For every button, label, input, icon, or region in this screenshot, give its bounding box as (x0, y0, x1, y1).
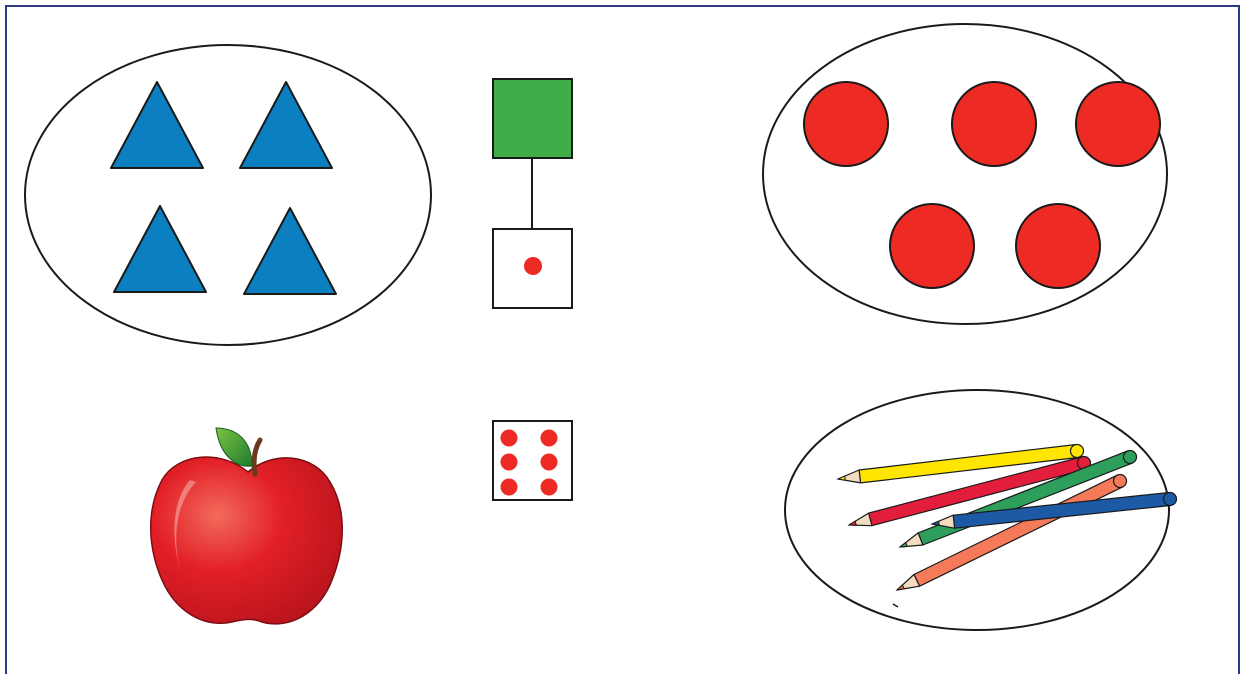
triangles-oval (25, 45, 431, 345)
circles-oval (763, 24, 1167, 324)
red-circle (952, 82, 1036, 166)
six-dot-card-dot (501, 479, 518, 496)
six-dot-card-dot (501, 430, 518, 447)
six-dot-card-dot (541, 430, 558, 447)
triangles-group (25, 45, 431, 345)
apple-picture (151, 428, 343, 624)
pencil-end (1114, 475, 1127, 488)
six-dot-card-dot (501, 454, 518, 471)
six-dot-card-dot (541, 479, 558, 496)
pencil-end (1164, 493, 1177, 506)
one-dot-card-dot (524, 257, 542, 275)
red-circle (1016, 204, 1100, 288)
pencil-end (1124, 451, 1137, 464)
six-dot-card-group (493, 421, 572, 500)
six-dot-card-dot (541, 454, 558, 471)
red-circle (890, 204, 974, 288)
green-square-symbol (493, 79, 572, 158)
key-group (493, 79, 572, 308)
apple-body (151, 457, 343, 624)
pencils-group (785, 390, 1177, 630)
red-circle (804, 82, 888, 166)
circles-group (763, 24, 1167, 324)
pencil-end (1071, 445, 1084, 458)
red-circle (1076, 82, 1160, 166)
